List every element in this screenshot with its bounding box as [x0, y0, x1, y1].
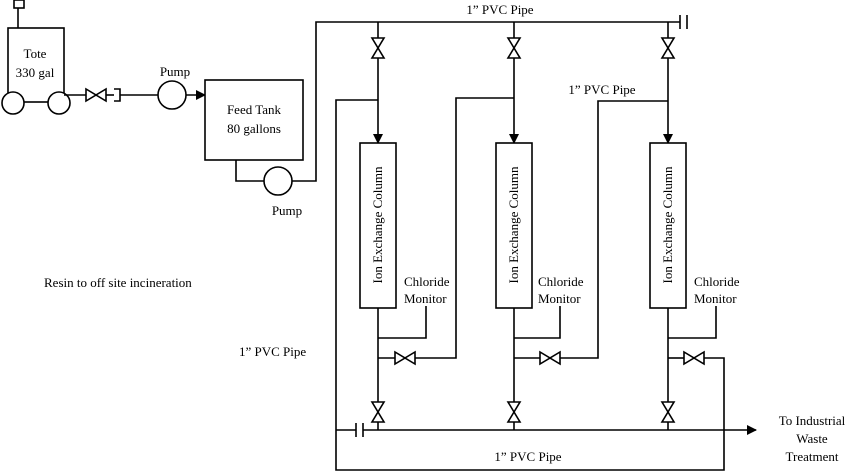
outlet-line2: Waste [796, 431, 828, 446]
pipe-label-middle: 1” PVC Pipe [568, 82, 635, 97]
monitor-2-line2: Monitor [538, 291, 581, 306]
inlet-valve-2-bottom[interactable] [506, 46, 522, 59]
regen-valve-2-right[interactable] [548, 350, 561, 366]
pipe-label-top: 1” PVC Pipe [466, 2, 533, 17]
outlet-valve-3-bottom[interactable] [660, 410, 676, 423]
feed-tank: Feed Tank 80 gallons [204, 79, 304, 161]
regen-valve-1-left[interactable] [394, 350, 407, 366]
column-train-1: Ion Exchange Column Chloride Monitor [359, 22, 514, 430]
tote-cap [13, 0, 25, 9]
regen-valve-3-left[interactable] [683, 350, 696, 366]
pump-top-label: Pump [160, 64, 190, 79]
column-1-label: Ion Exchange Column [370, 166, 385, 283]
column-train-3: Ion Exchange Column Chloride Monitor [335, 22, 740, 471]
outlet-valve-1-top[interactable] [370, 401, 386, 414]
resin-disposal-label: Resin to off site incineration [44, 275, 192, 290]
column-2-label: Ion Exchange Column [506, 166, 521, 283]
tote-wheel-right [47, 91, 71, 115]
pump-icon[interactable] [157, 80, 187, 110]
tote-valve-left[interactable] [85, 87, 98, 103]
pump-bottom[interactable]: Pump [263, 166, 302, 218]
outlet-valve-2-bottom[interactable] [506, 410, 522, 423]
tote-body [7, 27, 65, 103]
pump-top[interactable]: Pump [157, 64, 190, 110]
tote: Tote 330 gal [1, 0, 71, 115]
outlet-valve-1-bottom[interactable] [370, 410, 386, 423]
tote-wheel-left [1, 91, 25, 115]
monitor-tap-2 [514, 306, 561, 339]
inlet-valve-2-top[interactable] [506, 37, 522, 50]
ion-exchange-column-2 [495, 142, 533, 309]
monitor-tap-3 [668, 306, 717, 339]
outlet-line3: Treatment [786, 449, 839, 464]
monitor-1-line1: Chloride [404, 274, 450, 289]
monitor-3-line1: Chloride [694, 274, 740, 289]
inlet-valve-3-top[interactable] [660, 37, 676, 50]
inlet-valve-1-bottom[interactable] [370, 46, 386, 59]
feed-tank-capacity: 80 gallons [227, 121, 281, 136]
monitor-1-line2: Monitor [404, 291, 447, 306]
column-3-label: Ion Exchange Column [660, 166, 675, 283]
feed-tank-label: Feed Tank [227, 102, 282, 117]
regen-valve-1-right[interactable] [403, 350, 416, 366]
tote-valve-right[interactable] [94, 87, 107, 103]
monitor-3-line2: Monitor [694, 291, 737, 306]
pipe-label-left: 1” PVC Pipe [239, 344, 306, 359]
tote-label: Tote [24, 46, 47, 61]
outlet-valve-3-top[interactable] [660, 401, 676, 414]
monitor-2-line1: Chloride [538, 274, 584, 289]
column-train-2: Ion Exchange Column Chloride Monitor [495, 22, 668, 430]
tote-outlet-pipe [64, 87, 158, 103]
main-supply-pipe [292, 21, 680, 182]
inlet-valve-1-top[interactable] [370, 37, 386, 50]
hose-connector [114, 88, 121, 102]
regen-valve-2-left[interactable] [539, 350, 552, 366]
tote-capacity: 330 gal [16, 65, 55, 80]
pump-icon[interactable] [263, 166, 293, 196]
outlet-line1: To Industrial [779, 413, 846, 428]
regen-valve-3-right[interactable] [692, 350, 705, 366]
pipe-label-bottom: 1” PVC Pipe [494, 449, 561, 464]
monitor-tap-1 [378, 306, 427, 339]
feed-tank-box [204, 79, 304, 161]
pump-bottom-label: Pump [272, 203, 302, 218]
outlet-valve-2-top[interactable] [506, 401, 522, 414]
inlet-valve-3-bottom[interactable] [660, 46, 676, 59]
